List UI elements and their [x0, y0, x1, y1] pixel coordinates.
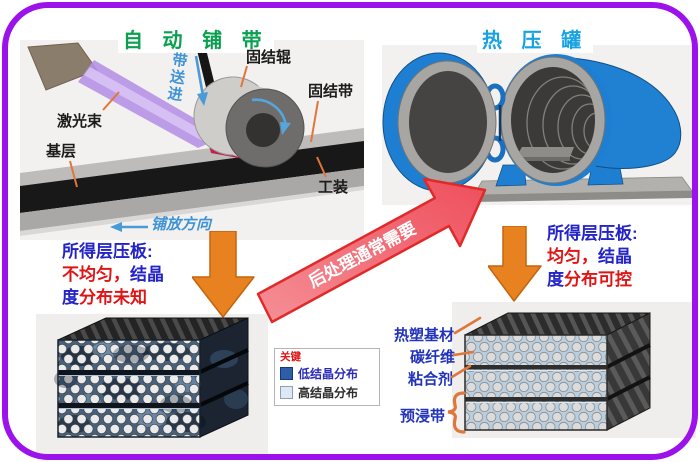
right-result-line2-blue: 结晶: [598, 247, 632, 266]
left-result-line3-blue: 度: [62, 288, 79, 307]
rotation-arrow-icon: [251, 98, 291, 135]
label-consolidation-roller: 固结辊: [246, 49, 292, 66]
laminate-nonuniform-illustration: [36, 314, 268, 456]
autoclave-opening: [500, 56, 606, 184]
high-crystallinity-swatch: [280, 386, 293, 399]
laminate-left-front-face: [54, 339, 206, 438]
atl-leader-lines: [69, 65, 327, 188]
label-laser-beam: 激光束: [57, 113, 103, 130]
post-processing-arrow-label: 后处理通常需要: [305, 218, 419, 292]
label-lay-direction: 铺放方向: [151, 216, 212, 233]
laminate-right-side-face: [606, 312, 651, 431]
tooling-conveyor-band: [20, 128, 364, 236]
left-result-text: 所得层压板: 不均匀，结晶 度分布未知: [62, 240, 164, 309]
label-consolidation-tape: 固结带: [308, 83, 354, 100]
laser-beam-shape: [78, 60, 225, 148]
right-result-line1: 所得层压板:: [547, 224, 638, 243]
right-result-text: 所得层压板: 均匀，结晶 度分布可控: [547, 222, 638, 291]
down-arrow-right-icon: [488, 226, 542, 302]
right-result-line3-red: 分布可控: [564, 270, 632, 289]
label-binder: 粘合剂: [408, 371, 454, 388]
left-result-line2-blue: 结晶: [130, 265, 164, 284]
legend-item-low-label: 低结晶分布: [298, 367, 359, 381]
laminate-right-front-face: [464, 334, 608, 431]
down-arrow-left-icon: [192, 231, 255, 318]
left-result-line3-red: 分布未知: [79, 288, 147, 307]
laminate-leader-lines: [447, 316, 482, 434]
label-base-layer: 基层: [46, 143, 77, 160]
label-tooling: 工装: [318, 179, 349, 196]
autoclave-illustration: [382, 45, 694, 205]
legend-item-high-label: 高结晶分布: [298, 386, 359, 400]
right-result-line3-blue: 度: [547, 270, 564, 289]
legend-item-high: 高结晶分布: [280, 384, 374, 401]
low-crystallinity-swatch: [280, 367, 293, 380]
laminate-uniform-illustration: [452, 302, 696, 438]
label-prepreg-tape: 预浸带: [400, 408, 446, 425]
legend-box: 关键 低结晶分布 高结晶分布: [274, 348, 380, 406]
autoclave-section-title: 热 压 罐: [477, 24, 594, 53]
atl-machine-illustration: [20, 40, 364, 240]
autoclave-door: [382, 52, 497, 192]
legend-item-low: 低结晶分布: [280, 365, 374, 382]
feed-direction-arrow-icon: [194, 55, 208, 106]
label-carbon-fiber: 碳纤维: [410, 349, 456, 366]
label-thermoplastic-matrix: 热塑基材: [394, 327, 455, 344]
left-result-line2-red: 不均匀，: [62, 265, 130, 284]
laminate-left-side-face: [199, 317, 249, 438]
autoclave-interior-arcs: [516, 76, 595, 170]
atl-section-title: 自 动 铺 带: [118, 24, 274, 53]
right-result-line2-red: 均匀，: [547, 247, 598, 266]
left-result-line1: 所得层压板:: [62, 242, 153, 261]
lay-direction-arrow-icon: [110, 222, 148, 232]
post-processing-arrow: 后处理通常需要: [256, 178, 487, 324]
legend-title: 关键: [280, 351, 301, 363]
consolidation-roller-shape: [193, 76, 305, 168]
